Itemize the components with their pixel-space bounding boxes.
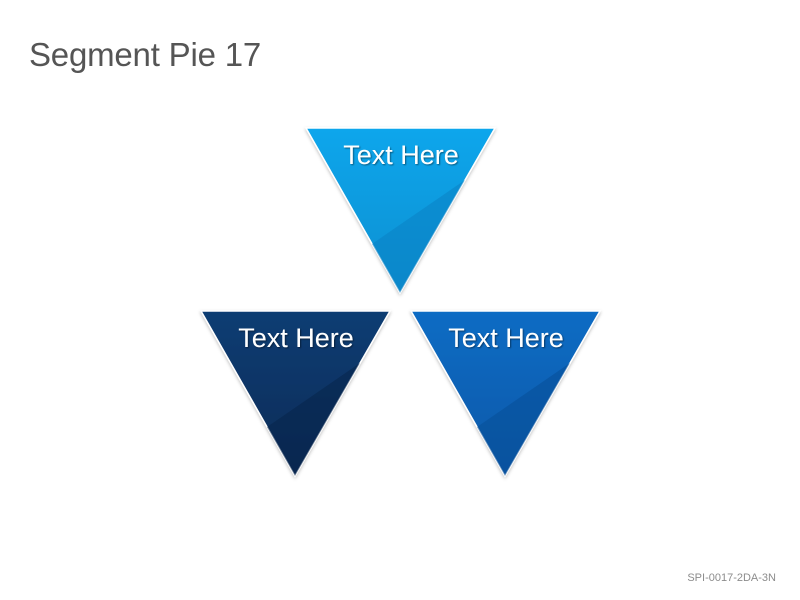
segment-top-facet	[372, 180, 465, 293]
segment-top[interactable]: Text Here	[304, 127, 497, 295]
segment-bottom-left[interactable]: Text Here	[199, 310, 392, 478]
segment-bottom-left-label: Text Here	[238, 323, 354, 353]
segment-bottom-right[interactable]: Text Here	[409, 310, 602, 478]
segment-bottom-left-triangle	[199, 310, 392, 478]
segment-top-label: Text Here	[343, 140, 459, 170]
segment-top-triangle	[304, 127, 497, 295]
segment-bottom-right-facet	[477, 363, 570, 476]
segment-bottom-left-facet	[267, 363, 360, 476]
segment-bottom-right-triangle	[409, 310, 602, 478]
slide-code: SPI-0017-2DA-3N	[687, 572, 776, 584]
segment-bottom-right-label: Text Here	[448, 323, 564, 353]
page-title: Segment Pie 17	[29, 36, 262, 73]
